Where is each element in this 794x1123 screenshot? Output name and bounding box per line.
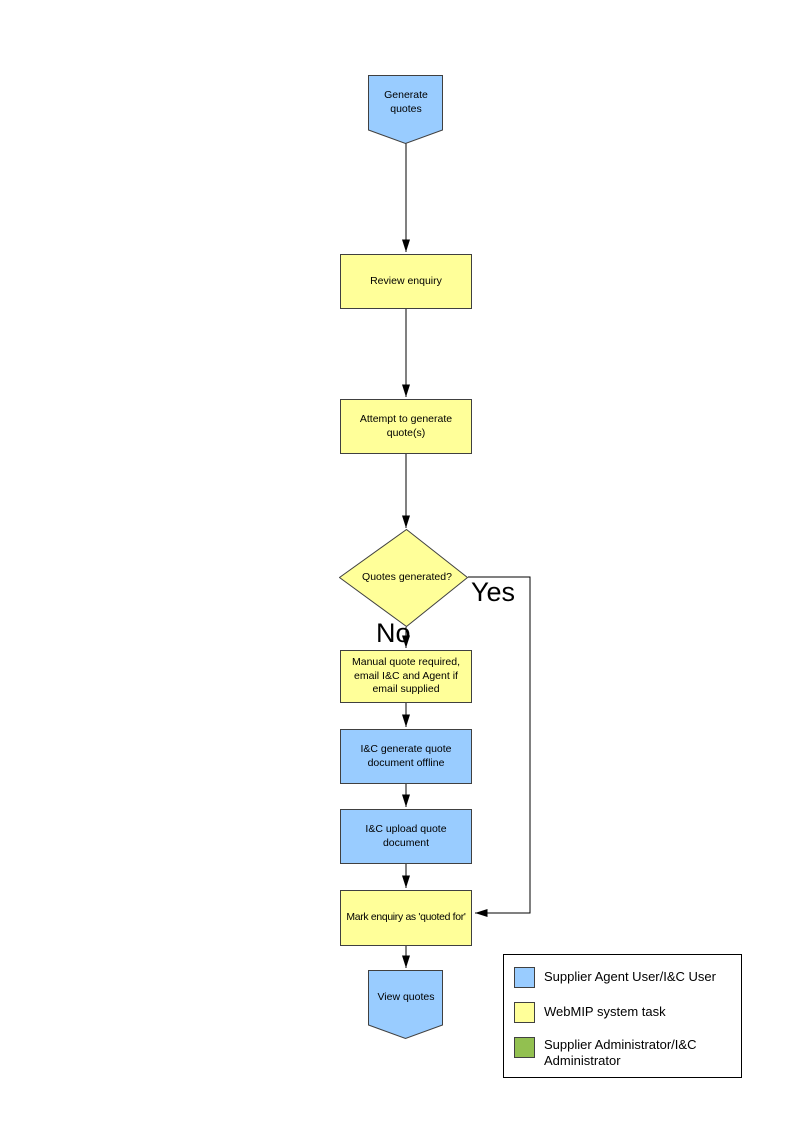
end-node-label: View quotes bbox=[377, 991, 435, 1004]
legend: Supplier Agent User/I&C User WebMIP syst… bbox=[503, 954, 742, 1078]
legend-item-user-task: Supplier Agent User/I&C User bbox=[514, 967, 733, 988]
legend-swatch-admin-task bbox=[514, 1037, 535, 1058]
decision-node-shape bbox=[339, 529, 469, 628]
process-mark-enquiry-quoted-for: Mark enquiry as 'quoted for' bbox=[340, 890, 472, 946]
pentagon-shape bbox=[368, 75, 443, 145]
process-attempt-generate-quotes: Attempt to generate quote(s) bbox=[340, 399, 472, 454]
process-ic-generate-quote-offline: I&C generate quote document offline bbox=[340, 729, 472, 784]
legend-swatch-system-task bbox=[514, 1002, 535, 1023]
yes-branch-label: Yes bbox=[471, 577, 516, 607]
process-review-enquiry: Review enquiry bbox=[340, 254, 472, 309]
start-node-label: Generate quotes bbox=[384, 89, 428, 115]
legend-label-system-task: WebMIP system task bbox=[544, 1004, 666, 1020]
legend-label-user-task: Supplier Agent User/I&C User bbox=[544, 969, 716, 985]
decision-quotes-generated-label: Quotes generated? bbox=[362, 570, 452, 583]
no-branch-label: No bbox=[376, 618, 411, 648]
legend-label-admin-task: Supplier Administrator/I&C Administrator bbox=[544, 1037, 697, 1069]
end-node-shape bbox=[368, 970, 443, 1040]
diamond-shape bbox=[339, 529, 469, 628]
pentagon-shape bbox=[368, 970, 443, 1040]
process-ic-upload-quote-document: I&C upload quote document bbox=[340, 809, 472, 864]
legend-swatch-user-task bbox=[514, 967, 535, 988]
process-manual-quote-required: Manual quote required, email I&C and Age… bbox=[340, 650, 472, 703]
start-node-shape bbox=[368, 75, 443, 145]
arrow-yes-to-mark bbox=[468, 576, 531, 917]
legend-item-system-task: WebMIP system task bbox=[514, 1002, 733, 1023]
legend-item-admin-task: Supplier Administrator/I&C Administrator bbox=[514, 1037, 733, 1070]
